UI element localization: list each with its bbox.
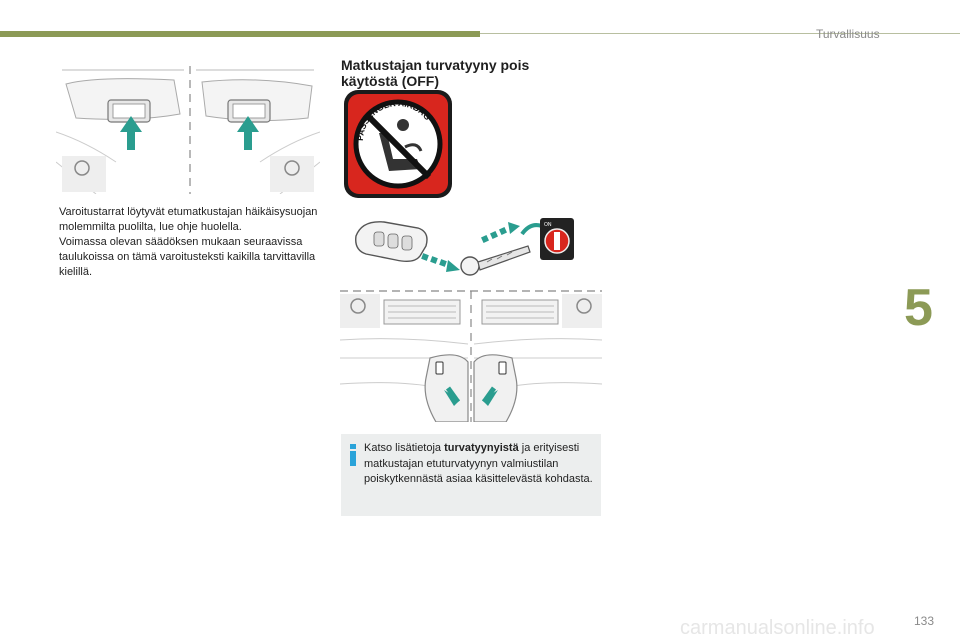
header-rule xyxy=(480,33,960,34)
arrow-up-icon xyxy=(120,116,142,150)
paragraph-regulation: Voimassa olevan säädöksen mukaan seuraav… xyxy=(59,236,316,278)
sun-visor-illustration xyxy=(56,62,320,194)
header-accent-bar xyxy=(0,31,480,37)
info-box-text: Katso lisätietoja turvatyynyistä ja erit… xyxy=(364,441,594,488)
paragraph-warning-labels: Varoitustarrat löytyvät etumatkustajan h… xyxy=(59,206,318,233)
watermark: carmanualsonline.info xyxy=(680,617,875,639)
info-icon xyxy=(350,444,356,466)
section-title: Turvallisuus xyxy=(816,27,880,41)
airbag-switch-icon: ON xyxy=(540,218,574,260)
page-number: 133 xyxy=(914,614,935,628)
info-text-before: Katso lisätietoja xyxy=(364,442,445,454)
dashboard-illustration xyxy=(340,290,602,422)
arrow-up-icon xyxy=(237,116,259,150)
info-text-link-term: turvatyynyistä xyxy=(444,442,519,454)
section-heading: Matkustajan turvatyyny pois käytöstä (OF… xyxy=(341,57,530,89)
info-box xyxy=(341,434,601,516)
chapter-number: 5 xyxy=(904,279,933,337)
key-blade-icon xyxy=(460,245,531,276)
info-text-after: ja erityisesti matkustajan etuturvatyyny… xyxy=(364,442,593,486)
svg-text:ON: ON xyxy=(544,222,552,228)
left-body-text: Varoitustarrat löytyvät etumatkustajan h… xyxy=(59,205,324,280)
passenger-airbag-off-label: PASSENGER AIRBAG xyxy=(344,90,452,198)
key-fob-icon xyxy=(355,221,428,263)
key-switch-illustration: ON xyxy=(355,218,574,276)
watermark-text: carmanualsonline.info xyxy=(680,617,875,639)
